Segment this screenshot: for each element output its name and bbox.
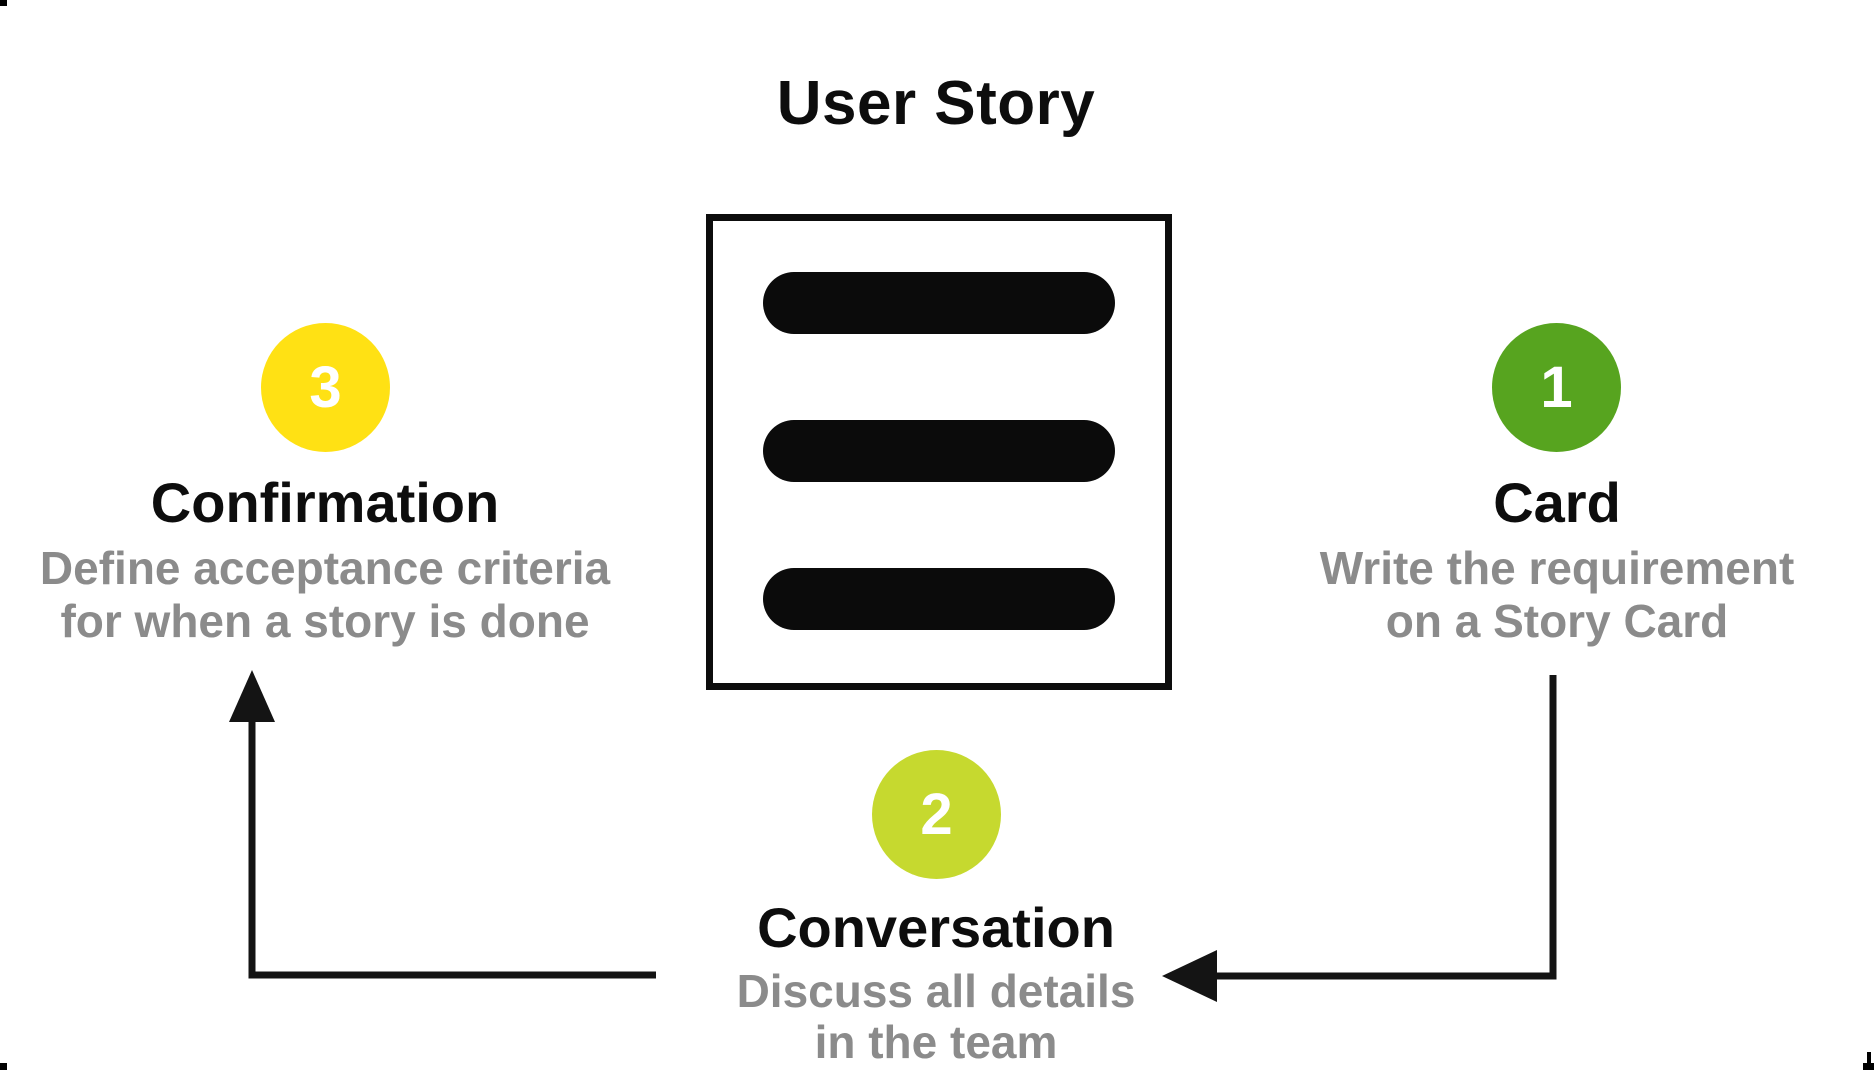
step3-label: Confirmation: [150, 471, 500, 534]
step1-description-line2: on a Story Card: [1385, 595, 1729, 647]
story-card-icon: [706, 214, 1172, 690]
corner-mark-bottom-left: [0, 1063, 7, 1070]
arrow-card-to-conversation: [1162, 675, 1557, 1002]
step3-number-badge: 3: [261, 323, 390, 452]
step2-description-line2: in the team: [814, 1016, 1058, 1068]
corner-mark-top-left: [0, 0, 7, 6]
step1-number-badge: 1: [1492, 323, 1621, 452]
step1-label: Card: [1493, 471, 1621, 534]
step1-number: 1: [1540, 354, 1573, 420]
story-card-text-line-icon: [763, 568, 1115, 630]
step1-description: Write the requirement on a Story Card: [1320, 542, 1795, 648]
step3-description-line1: Define acceptance criteria: [39, 542, 611, 594]
step1-description-line1: Write the requirement: [1319, 542, 1795, 594]
step2-number-badge: 2: [872, 750, 1001, 879]
corner-mark-bottom-right: [1863, 1063, 1874, 1070]
step3-description-line2: for when a story is done: [60, 595, 590, 647]
step3-description: Define acceptance criteria for when a st…: [40, 542, 610, 648]
diagram-title: User Story: [776, 69, 1096, 138]
step2-number: 2: [920, 781, 953, 847]
story-card-text-line-icon: [763, 420, 1115, 482]
arrow-conversation-to-confirmation: [229, 670, 656, 979]
corner-mark-bottom-right: [1867, 1052, 1871, 1064]
step2-description-line1: Discuss all details: [736, 965, 1136, 1017]
step2-description: Discuss all details in the team: [737, 966, 1136, 1068]
story-card-text-line-icon: [763, 272, 1115, 334]
step3-number: 3: [309, 354, 342, 420]
step2-label: Conversation: [757, 896, 1115, 959]
